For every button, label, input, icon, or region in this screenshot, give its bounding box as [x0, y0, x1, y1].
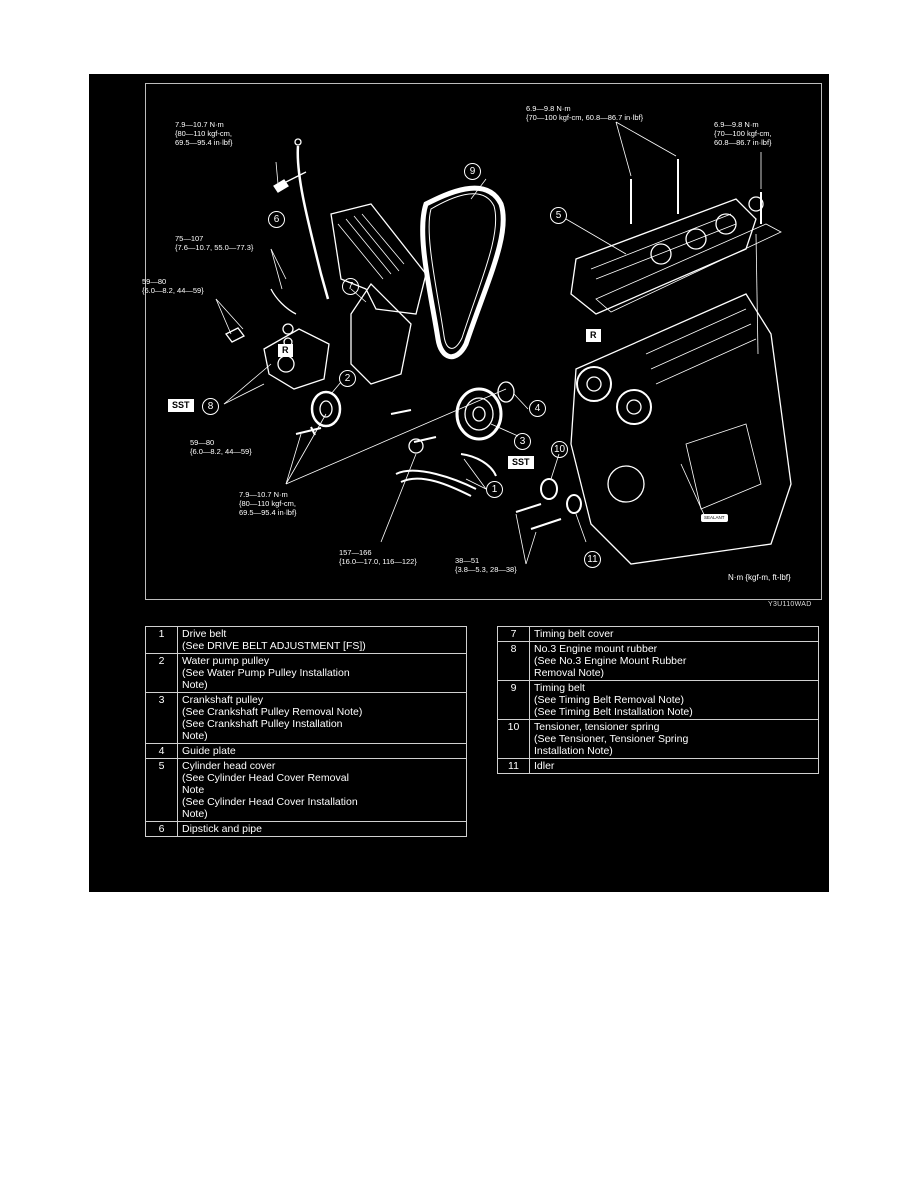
units-note: N·m {kgf-m, ft-lbf} [728, 573, 791, 582]
r-tag-right: R [586, 329, 601, 342]
legend-number: 10 [497, 719, 530, 759]
torque-label-head-cover-right: 6.9—9.8 N·m {70—100 kgf-cm, 60.8—86.7 in… [714, 120, 772, 147]
legend-number: 4 [145, 743, 178, 759]
legend-number: 6 [145, 821, 178, 837]
legend-description: Dipstick and pipe [177, 821, 467, 837]
legend-description: Timing belt (See Timing Belt Removal Not… [529, 680, 819, 720]
engine-illustration [215, 121, 792, 565]
legend-description: Water pump pulley (See Water Pump Pulley… [177, 653, 467, 693]
legend-number: 5 [145, 758, 178, 822]
torque-label-crankshaft: 157—166 {16.0—17.0, 116—122} [339, 548, 417, 566]
legend-description: Idler [529, 758, 819, 774]
callout-4: 4 [529, 400, 546, 417]
callout-5: 5 [550, 207, 567, 224]
callout-10: 10 [551, 441, 568, 458]
torque-label-dipstick: 7.9—10.7 N·m {80—110 kgf-cm, 69.5—95.4 i… [175, 120, 233, 147]
torque-label-mount-left: 59—80 {6.0—8.2, 44—59} [142, 277, 204, 295]
torque-label-mount-bottom: 59—80 {6.0—8.2, 44—59} [190, 438, 252, 456]
legend-description: Tensioner, tensioner spring (See Tension… [529, 719, 819, 759]
legend-number: 3 [145, 692, 178, 744]
callout-3: 3 [514, 433, 531, 450]
torque-label-mount-top: 75—107 {7.6—10.7, 55.0—77.3} [175, 234, 254, 252]
legend-number: 9 [497, 680, 530, 720]
figure-code: Y3U110WAD [768, 601, 812, 608]
legend-description: No.3 Engine mount rubber (See No.3 Engin… [529, 641, 819, 681]
legend-description: Cylinder head cover (See Cylinder Head C… [177, 758, 467, 822]
callout-2: 2 [339, 370, 356, 387]
callout-6: 6 [268, 211, 285, 228]
legend-number: 1 [145, 626, 178, 654]
legend-number: 8 [497, 641, 530, 681]
legend-number: 11 [497, 758, 530, 774]
sealant-tube-label: SEALANT [701, 514, 728, 522]
sst-tag-left: SST [168, 399, 194, 412]
legend-description: Crankshaft pulley (See Crankshaft Pulley… [177, 692, 467, 744]
legend-description: Timing belt cover [529, 626, 819, 642]
callout-11: 11 [584, 551, 601, 568]
legend-number: 7 [497, 626, 530, 642]
torque-label-idler: 38—51 {3.8—5.3, 28—38} [455, 556, 517, 574]
callout-1: 1 [486, 481, 503, 498]
legend-description: Guide plate [177, 743, 467, 759]
callout-8: 8 [202, 398, 219, 415]
legend-number: 2 [145, 653, 178, 693]
torque-label-cover-bolts: 7.9—10.7 N·m {80—110 kgf-cm, 69.5—95.4 i… [239, 490, 297, 517]
callout-9: 9 [464, 163, 481, 180]
legend-description: Drive belt (See DRIVE BELT ADJUSTMENT [F… [177, 626, 467, 654]
r-tag-left: R [278, 344, 293, 357]
exploded-engine-diagram: 7.9—10.7 N·m {80—110 kgf-cm, 69.5—95.4 i… [142, 83, 822, 600]
sst-tag-right: SST [508, 456, 534, 469]
callout-7: 7 [342, 278, 359, 295]
torque-label-head-cover-left: 6.9—9.8 N·m {70—100 kgf-cm, 60.8—86.7 in… [526, 104, 644, 122]
